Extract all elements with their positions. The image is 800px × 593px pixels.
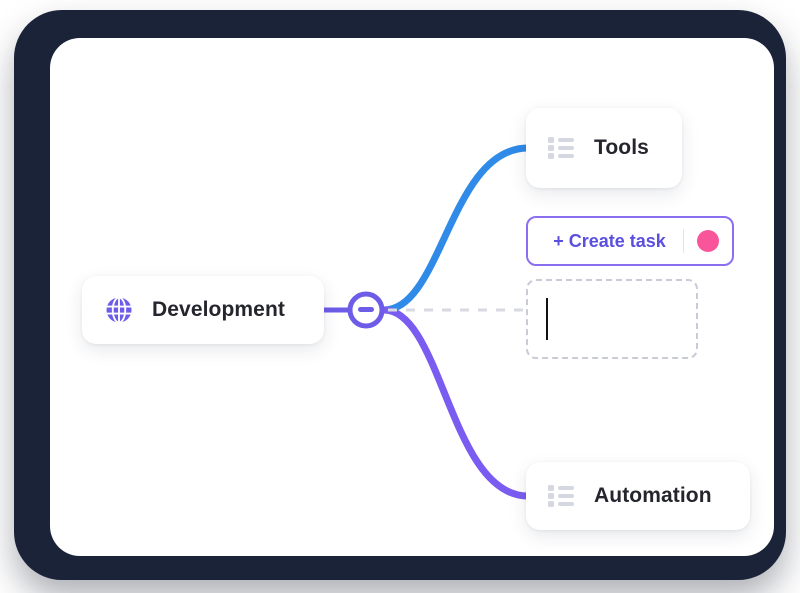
list-icon (548, 485, 574, 507)
mindmap-node-tools[interactable]: Tools (526, 108, 682, 188)
text-caret (546, 298, 548, 340)
globe-icon (106, 296, 132, 324)
branch-connector-automation (380, 306, 532, 500)
mindmap-node-label: Automation (594, 484, 712, 507)
list-icon (548, 137, 574, 159)
connector-layer (321, 144, 532, 500)
mindmap-node-label: Development (152, 298, 285, 321)
minus-icon (358, 307, 374, 312)
button-divider (683, 229, 684, 253)
create-task-label: + Create task (553, 230, 666, 251)
device-frame: Development Tools Au (14, 10, 786, 580)
mindmap-node-label: Tools (594, 136, 649, 159)
mindmap-node-development[interactable]: Development (82, 276, 324, 344)
mindmap-canvas[interactable]: Development Tools Au (50, 38, 774, 556)
branch-connector-tools (380, 144, 532, 314)
create-task-button[interactable]: + Create task (526, 216, 734, 266)
color-swatch-dot[interactable] (697, 230, 719, 252)
mindmap-node-automation[interactable]: Automation (526, 462, 750, 530)
collapse-toggle-button[interactable] (347, 291, 385, 329)
new-node-input[interactable] (526, 279, 698, 359)
